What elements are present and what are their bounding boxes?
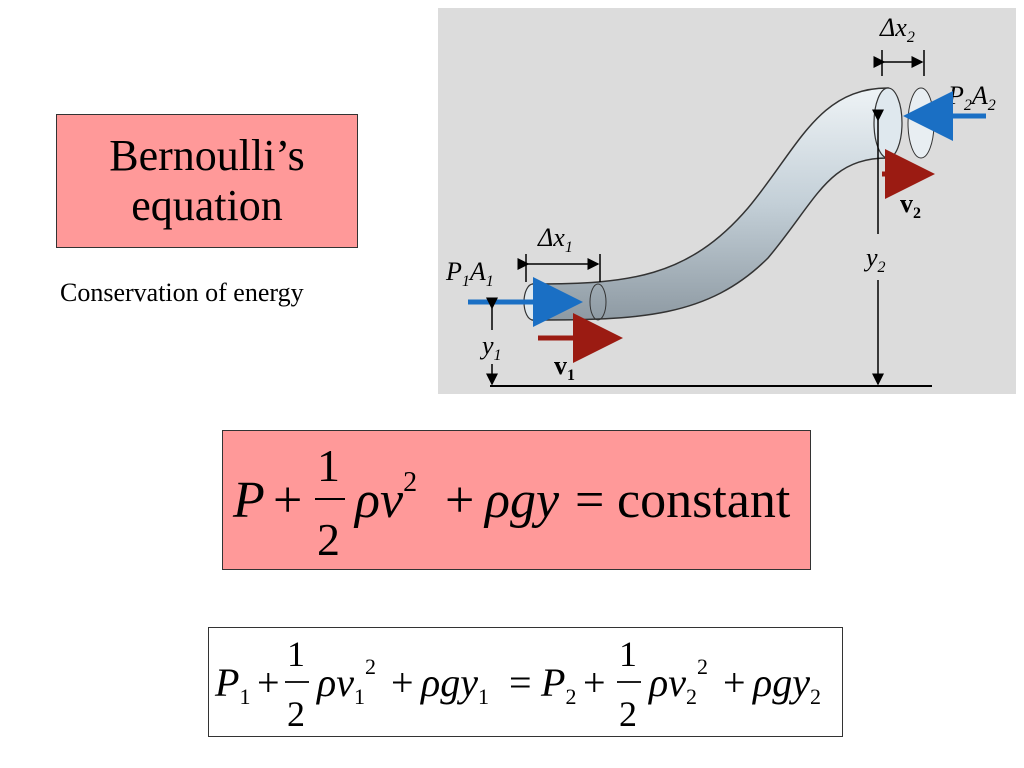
bernoulli-two-points: P1 + 1 2 ρv12 + ρgy1 = P2 + 1 2 ρv22 + ρ… <box>214 634 821 734</box>
svg-text:2: 2 <box>619 694 637 734</box>
subtitle: Conservation of energy <box>60 278 304 307</box>
svg-text:2: 2 <box>317 514 340 565</box>
title-line-1: Bernoulli’s <box>109 131 305 180</box>
title-line-2: equation <box>131 181 283 230</box>
svg-text:+: + <box>445 472 474 529</box>
bernoulli-equation-box: P + 1 2 ρv2 + ρgy = constant <box>222 430 811 570</box>
svg-text:P1: P1 <box>214 660 250 709</box>
svg-text:P2: P2 <box>540 660 576 709</box>
svg-text:+: + <box>583 660 606 705</box>
svg-text:+: + <box>391 660 414 705</box>
svg-text:ρv2: ρv2 <box>353 467 417 529</box>
v1-label: v1 <box>554 351 575 384</box>
svg-text:1: 1 <box>619 634 637 674</box>
svg-text:+: + <box>723 660 746 705</box>
y1-label: y1 <box>479 331 502 364</box>
bernoulli-equation: P + 1 2 ρv2 + ρgy = constant <box>232 440 791 565</box>
pipe-section-right <box>907 87 935 159</box>
title-box: Bernoulli’s equation <box>56 114 358 248</box>
svg-text:2: 2 <box>287 694 305 734</box>
dx1-label: Δx1 <box>537 223 573 256</box>
y2-label: y2 <box>863 243 886 276</box>
pipe-body <box>532 87 889 321</box>
svg-text:=: = <box>575 472 604 529</box>
p1a1-label: P1A1 <box>445 257 494 290</box>
svg-text:constant: constant <box>617 472 791 529</box>
v2-label: v2 <box>900 189 921 222</box>
dx2-label: Δx2 <box>879 13 915 46</box>
pipe-figure: Δx1 Δx2 P1A1 P2A2 v1 v2 y1 y2 <box>438 8 1016 394</box>
svg-text:ρgy: ρgy <box>483 472 560 529</box>
svg-text:1: 1 <box>317 440 340 491</box>
svg-text:ρgy1: ρgy1 <box>419 660 489 709</box>
p2a2-label: P2A2 <box>947 81 996 114</box>
svg-text:=: = <box>509 660 532 705</box>
svg-text:1: 1 <box>287 634 305 674</box>
svg-text:ρgy2: ρgy2 <box>751 660 821 709</box>
svg-text:P: P <box>232 472 265 529</box>
svg-text:ρv22: ρv22 <box>647 654 708 709</box>
bernoulli-two-points-box: P1 + 1 2 ρv12 + ρgy1 = P2 + 1 2 ρv22 + ρ… <box>208 627 843 737</box>
svg-text:+: + <box>273 472 302 529</box>
pipe-diagram: Δx1 Δx2 P1A1 P2A2 v1 v2 y1 y2 <box>445 13 996 387</box>
svg-text:+: + <box>257 660 280 705</box>
svg-text:ρv12: ρv12 <box>315 654 376 709</box>
